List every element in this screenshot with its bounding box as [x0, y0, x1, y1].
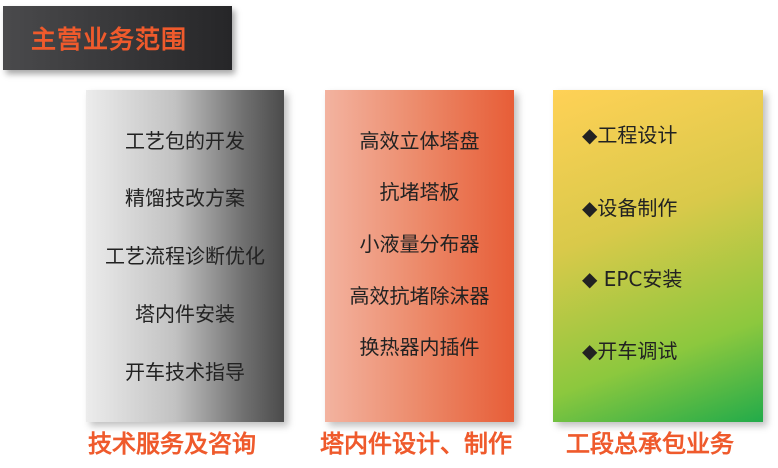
caption-tower-internals: 塔内件设计、制作 [320, 430, 512, 458]
list-item: ◆开车调试 [582, 339, 678, 363]
list-item: ◆设备制作 [582, 196, 678, 220]
panel-technical-services: 工艺包的开发 精馏技改方案 工艺流程诊断优化 塔内件安装 开车技术指导 [86, 90, 284, 422]
panel-tower-internals: 高效立体塔盘 抗堵塔板 小液量分布器 高效抗堵除沫器 换热器内插件 [325, 90, 514, 422]
page-title: 主营业务范围 [31, 25, 188, 54]
list-item: ◆ EPC安装 [582, 267, 683, 291]
list-item: 工艺流程诊断优化 [105, 244, 265, 268]
list-item: 抗堵塔板 [379, 180, 460, 204]
panel-general-contracting: ◆工程设计 ◆设备制作 ◆ EPC安装 ◆开车调试 [553, 90, 763, 422]
caption-technical-services: 技术服务及咨询 [88, 430, 256, 458]
list-item: 开车技术指导 [125, 360, 245, 384]
list-item: 塔内件安装 [135, 302, 235, 326]
list-item: 高效立体塔盘 [359, 129, 480, 153]
list-item: 高效抗堵除沫器 [349, 284, 490, 308]
list-item: 工艺包的开发 [125, 129, 245, 153]
list-item: 精馏技改方案 [125, 186, 245, 210]
title-banner: 主营业务范围 [3, 6, 232, 70]
list-item: 小液量分布器 [359, 232, 480, 256]
list-item: 换热器内插件 [359, 335, 480, 359]
caption-general-contracting: 工段总承包业务 [566, 430, 734, 458]
list-item: ◆工程设计 [582, 123, 678, 147]
